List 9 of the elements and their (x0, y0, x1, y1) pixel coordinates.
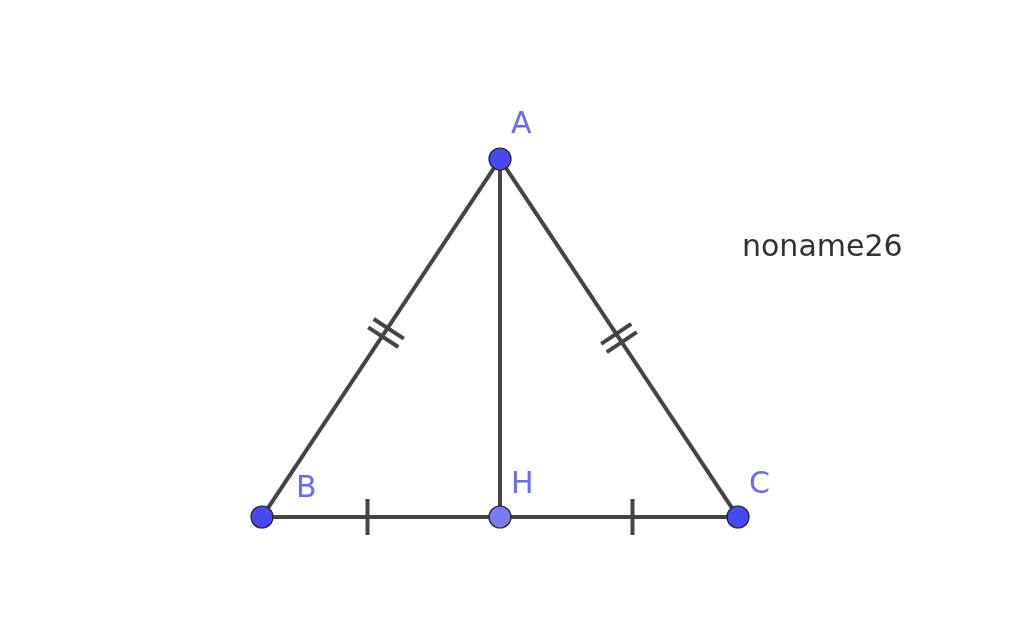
point-label: H (511, 468, 534, 498)
figure-label: noname26 (742, 230, 903, 262)
point-label: B (296, 472, 317, 502)
point-label: C (749, 468, 770, 498)
point-dot (250, 505, 274, 529)
point-dot (488, 147, 512, 171)
point-dot (726, 505, 750, 529)
point-label: A (511, 108, 532, 138)
point-dot (488, 505, 512, 529)
